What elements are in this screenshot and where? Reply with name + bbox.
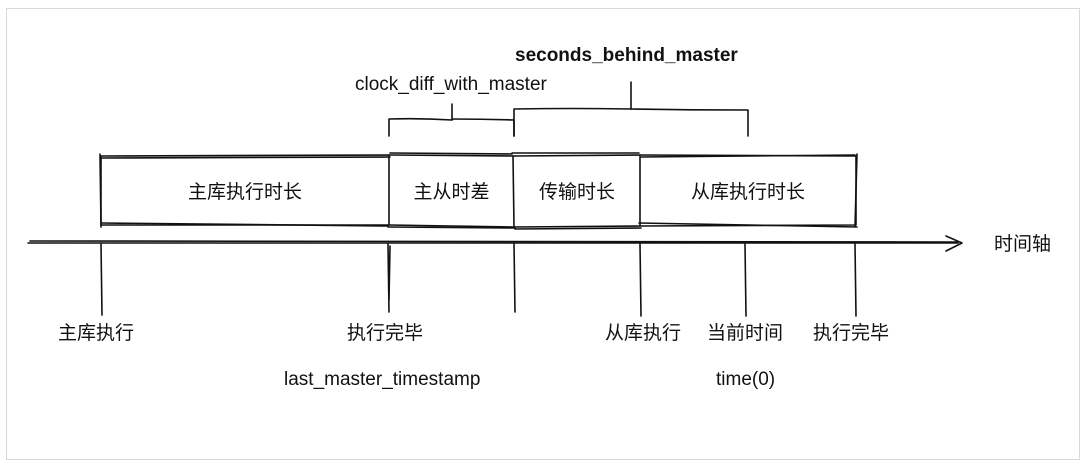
segment-transfer: 传输时长 [538,180,615,203]
event-slave-exec: 从库执行 [605,322,682,344]
time-axis-arrow [27,235,963,252]
event-exec-done-2: 执行完毕 [813,322,890,344]
event-master-exec: 主库执行 [58,322,135,344]
box-clock-diff [387,152,516,229]
time-axis-label: 时间轴 [994,233,1052,255]
last-master-timestamp-label: last_master_timestamp [284,369,481,390]
axis-ticks [100,243,857,317]
bracket-seconds-behind [513,81,749,137]
seconds-behind-master-label: seconds_behind_master [515,45,738,66]
box-transfer [511,152,642,230]
clock-diff-label: clock_diff_with_master [355,74,547,95]
bracket-clock-diff [388,103,515,137]
diagram-frame [6,8,1080,460]
event-current-time: 当前时间 [707,322,784,344]
time-now-label: time(0) [716,369,776,390]
segment-slave-exec: 从库执行时长 [690,180,805,203]
segment-master-exec: 主库执行时长 [187,180,302,203]
segment-clock-diff: 主从时差 [413,180,490,203]
box-slave-exec [638,153,858,228]
event-exec-done-1: 执行完毕 [347,322,424,344]
